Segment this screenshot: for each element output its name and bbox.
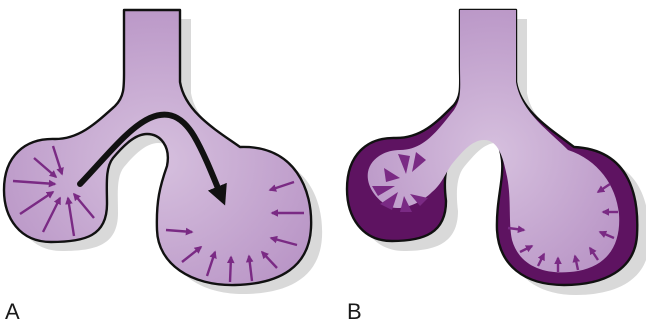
panel-a	[4, 10, 322, 294]
panel-label-b: B	[347, 301, 362, 323]
panel-b	[347, 10, 646, 295]
panel-label-a: A	[5, 301, 20, 323]
arrow-inward-icon	[230, 257, 231, 282]
